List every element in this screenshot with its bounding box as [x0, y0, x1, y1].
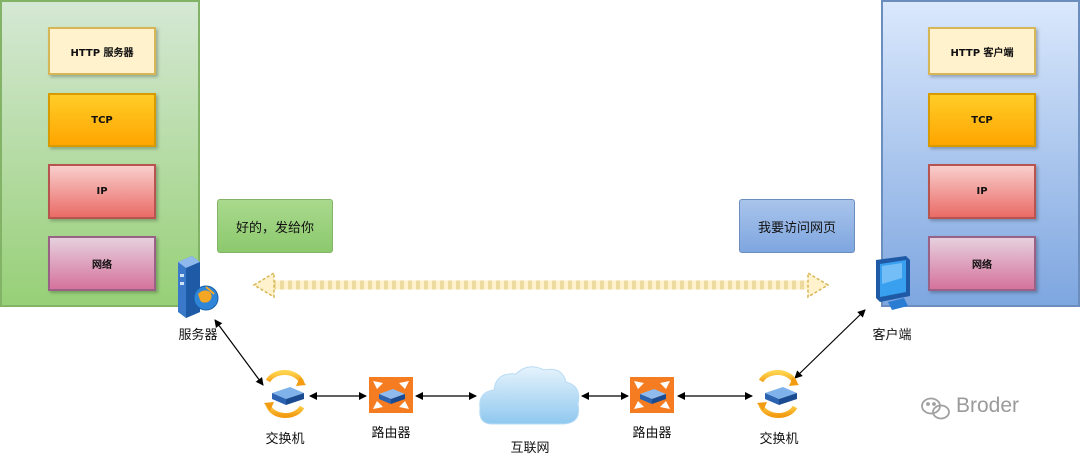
- server-protocol-stack: HTTP 服务器 TCP IP 网络: [0, 0, 200, 307]
- switch-icon: [264, 369, 306, 419]
- server-ip-layer: IP: [48, 164, 156, 219]
- switch-right-label: 交换机: [759, 432, 799, 447]
- client-ip-layer: IP: [928, 164, 1036, 219]
- switch-icon: [757, 369, 799, 419]
- server-tcp-layer: TCP: [48, 93, 156, 147]
- server-network-layer: 网络: [48, 236, 156, 291]
- client-request-bubble: 我要访问网页: [739, 199, 855, 253]
- client-http-layer: HTTP 客户端: [928, 27, 1036, 75]
- router-right-label: 路由器: [632, 426, 672, 441]
- link-switch-client: [794, 309, 866, 379]
- switch-left-label: 交换机: [265, 432, 305, 447]
- client-tcp-layer: TCP: [928, 93, 1036, 147]
- wechat-icon: [921, 397, 950, 420]
- client-label: 客户端: [872, 328, 912, 343]
- internet-label: 互联网: [510, 441, 550, 456]
- server-icon: [178, 256, 219, 318]
- router-left-label: 路由器: [371, 426, 411, 441]
- client-protocol-stack: HTTP 客户端 TCP IP 网络: [881, 0, 1080, 307]
- logical-connection-arrow: [252, 271, 830, 299]
- router-icon: [369, 377, 413, 413]
- watermark-text: Broder: [956, 394, 1020, 417]
- link-server-switch: [214, 319, 264, 386]
- client-network-layer: 网络: [928, 236, 1036, 291]
- server-reply-bubble: 好的，发给你: [217, 199, 333, 253]
- computer-icon: [876, 256, 910, 310]
- watermark: Broder: [918, 394, 1019, 418]
- server-http-layer: HTTP 服务器: [48, 27, 156, 75]
- server-label: 服务器: [178, 328, 218, 343]
- cloud-icon: [479, 366, 580, 425]
- router-icon: [630, 377, 674, 413]
